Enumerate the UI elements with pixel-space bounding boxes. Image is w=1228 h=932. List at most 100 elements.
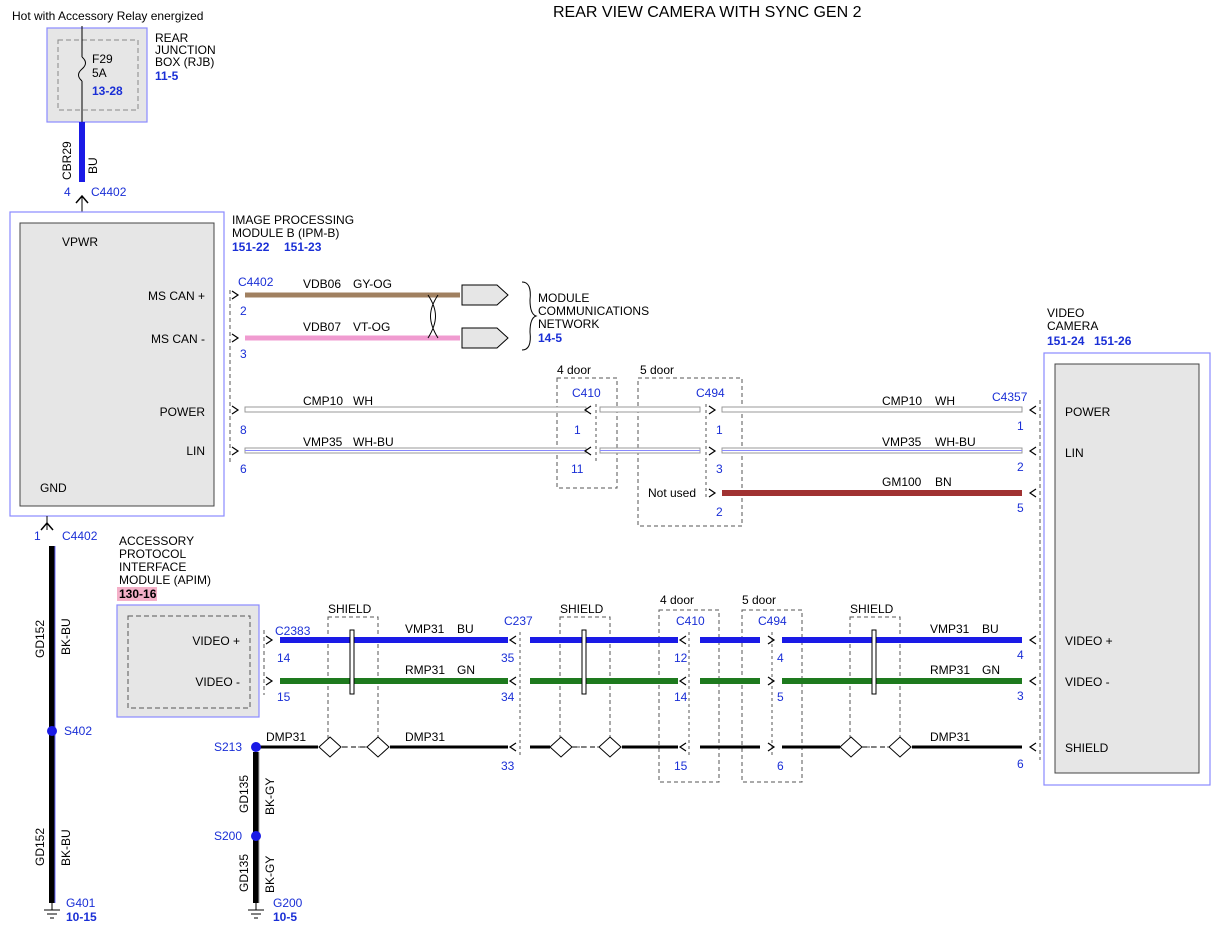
c494-lower-door: 5 door [742,593,776,607]
apim-ref-highlight [117,587,157,601]
fuse-name: F29 [92,52,113,66]
diagram-title: REAR VIEW CAMERA WITH SYNC GEN 2 [553,4,862,21]
can-network-arrow-minus [461,327,509,349]
gd152-color-lower: BK-BU [59,829,73,866]
ground-symbol-g401 [44,903,60,919]
rmp31-cam-pin: 3 [1017,689,1024,703]
cmp10-circuit-right: CMP10 [882,394,922,408]
apim-module[interactable] [116,604,260,718]
splice-s402-label: S402 [64,724,92,738]
gd152-circuit-upper: GD152 [33,620,47,658]
c494-upper-connector[interactable]: C494 [696,386,725,400]
cbr29-connector[interactable]: C4402 [91,185,127,199]
ipm-name-2: MODULE B (IPM-B) [232,226,339,240]
twist-marker-2 [581,629,587,695]
connector-pin-arrows [231,290,1037,752]
ipm-b-module[interactable] [9,211,225,517]
can-network-arrow-plus [461,284,509,306]
ipm-pin-ms-can-minus: MS CAN - [151,332,205,346]
rjb-name-3: BOX (RJB) [155,55,214,69]
twist-marker-3 [871,629,877,695]
ipm-pin-power: POWER [160,405,206,419]
ipm-name-1: IMAGE PROCESSING [232,213,354,227]
c410-upper-door: 4 door [557,363,591,377]
rmp31-c237-pin: 34 [501,690,515,704]
c410-lower-door: 4 door [660,593,694,607]
cmp10-cam-pin: 1 [1017,419,1024,433]
video-camera-module[interactable] [1043,352,1211,786]
vdb07-color: VT-OG [353,320,390,334]
vmp31-apim-pin: 14 [277,651,291,665]
vmp31-color-left: BU [457,622,474,636]
gd152-circuit-lower: GD152 [33,828,47,866]
gd152-pin: 1 [34,529,41,543]
hot-label: Hot with Accessory Relay energized [12,9,203,23]
vdb07-circuit: VDB07 [303,320,341,334]
gd152-connector-symbol [40,521,54,531]
network-brace [521,281,538,351]
c237-connector[interactable]: C237 [504,614,533,628]
dmp31-cam-pin: 6 [1017,757,1024,771]
dmp31-c410-pin: 15 [674,759,688,773]
vmp35-color-right: WH-BU [935,435,976,449]
vmp35-cam-pin: 2 [1017,460,1024,474]
ground-g401-label: G401 [66,896,96,910]
gd135-circuit-lower: GD135 [237,854,251,892]
vmp31-c237-pin: 35 [501,651,515,665]
splice-s213-label: S213 [214,740,242,754]
vmp35-c410-pin: 11 [571,462,584,476]
dmp31-c237-pin: 33 [501,759,515,773]
gd135-circuit-upper: GD135 [237,775,251,813]
rmp31-color-right: GN [982,663,1000,677]
ground-g401-ref[interactable]: 10-15 [66,910,97,924]
splice-s213[interactable] [251,742,261,752]
splice-s200[interactable] [251,831,261,841]
ipm-ref-1[interactable]: 151-22 [232,240,270,254]
shield-drain-diamonds [318,736,912,758]
ipm-ref-2[interactable]: 151-23 [284,240,322,254]
mcn-line-3: NETWORK [538,317,599,331]
ground-g200-ref[interactable]: 10-5 [273,910,297,924]
rmp31-apim-pin: 15 [277,690,291,704]
c410-upper-connector[interactable]: C410 [572,386,601,400]
camera-connector[interactable]: C4357 [992,390,1028,404]
rear-junction-box[interactable] [46,27,148,123]
fuse-ref[interactable]: 13-28 [92,84,123,98]
not-used-label: Not used [648,486,696,500]
camera-name-1: VIDEO [1047,306,1084,320]
vmp35-c494-pin: 3 [716,462,723,476]
mcn-ref[interactable]: 14-5 [538,331,562,345]
cbr29-circuit: CBR29 [60,141,74,180]
shield-label-1: SHIELD [328,602,372,616]
dmp31-circuit-right: DMP31 [930,730,970,744]
rjb-ref[interactable]: 11-5 [155,69,179,83]
apim-connector[interactable]: C2383 [275,624,311,638]
rmp31-circuit-left: RMP31 [405,663,445,677]
c494-upper-door: 5 door [640,363,674,377]
ipm-can-connector[interactable]: C4402 [238,275,274,289]
vmp31-cam-pin: 4 [1017,648,1024,662]
camera-ref-1[interactable]: 151-24 [1047,334,1085,348]
apim-name-1: ACCESSORY [119,534,194,548]
ground-symbol-g200 [248,903,264,919]
apim-ref[interactable]: 130-16 [119,587,157,601]
dmp31-c494-pin: 6 [777,759,784,773]
vdb06-color: GY-OG [353,277,392,291]
splice-s402[interactable] [47,726,57,736]
c410-lower-box [658,609,720,783]
cmp10-c410-pin: 1 [574,423,581,437]
vmp31-c494-pin: 4 [777,651,784,665]
vmp31-circuit-right: VMP31 [930,622,970,636]
vmp35-color-left: WH-BU [353,435,394,449]
cmp10-ipm-pin: 8 [240,423,247,437]
rmp31-c494-pin: 5 [777,690,784,704]
camera-ref-2[interactable]: 151-26 [1094,334,1132,348]
gd135-color-lower: BK-GY [263,856,277,893]
fuse-rating: 5A [92,66,107,80]
gd152-connector[interactable]: C4402 [62,529,98,543]
c494-lower-connector[interactable]: C494 [758,614,787,628]
camera-pin-lin: LIN [1065,446,1084,460]
fuse-symbol [78,56,86,82]
apim-pin-video-minus: VIDEO - [195,675,240,689]
c410-lower-connector[interactable]: C410 [676,614,705,628]
